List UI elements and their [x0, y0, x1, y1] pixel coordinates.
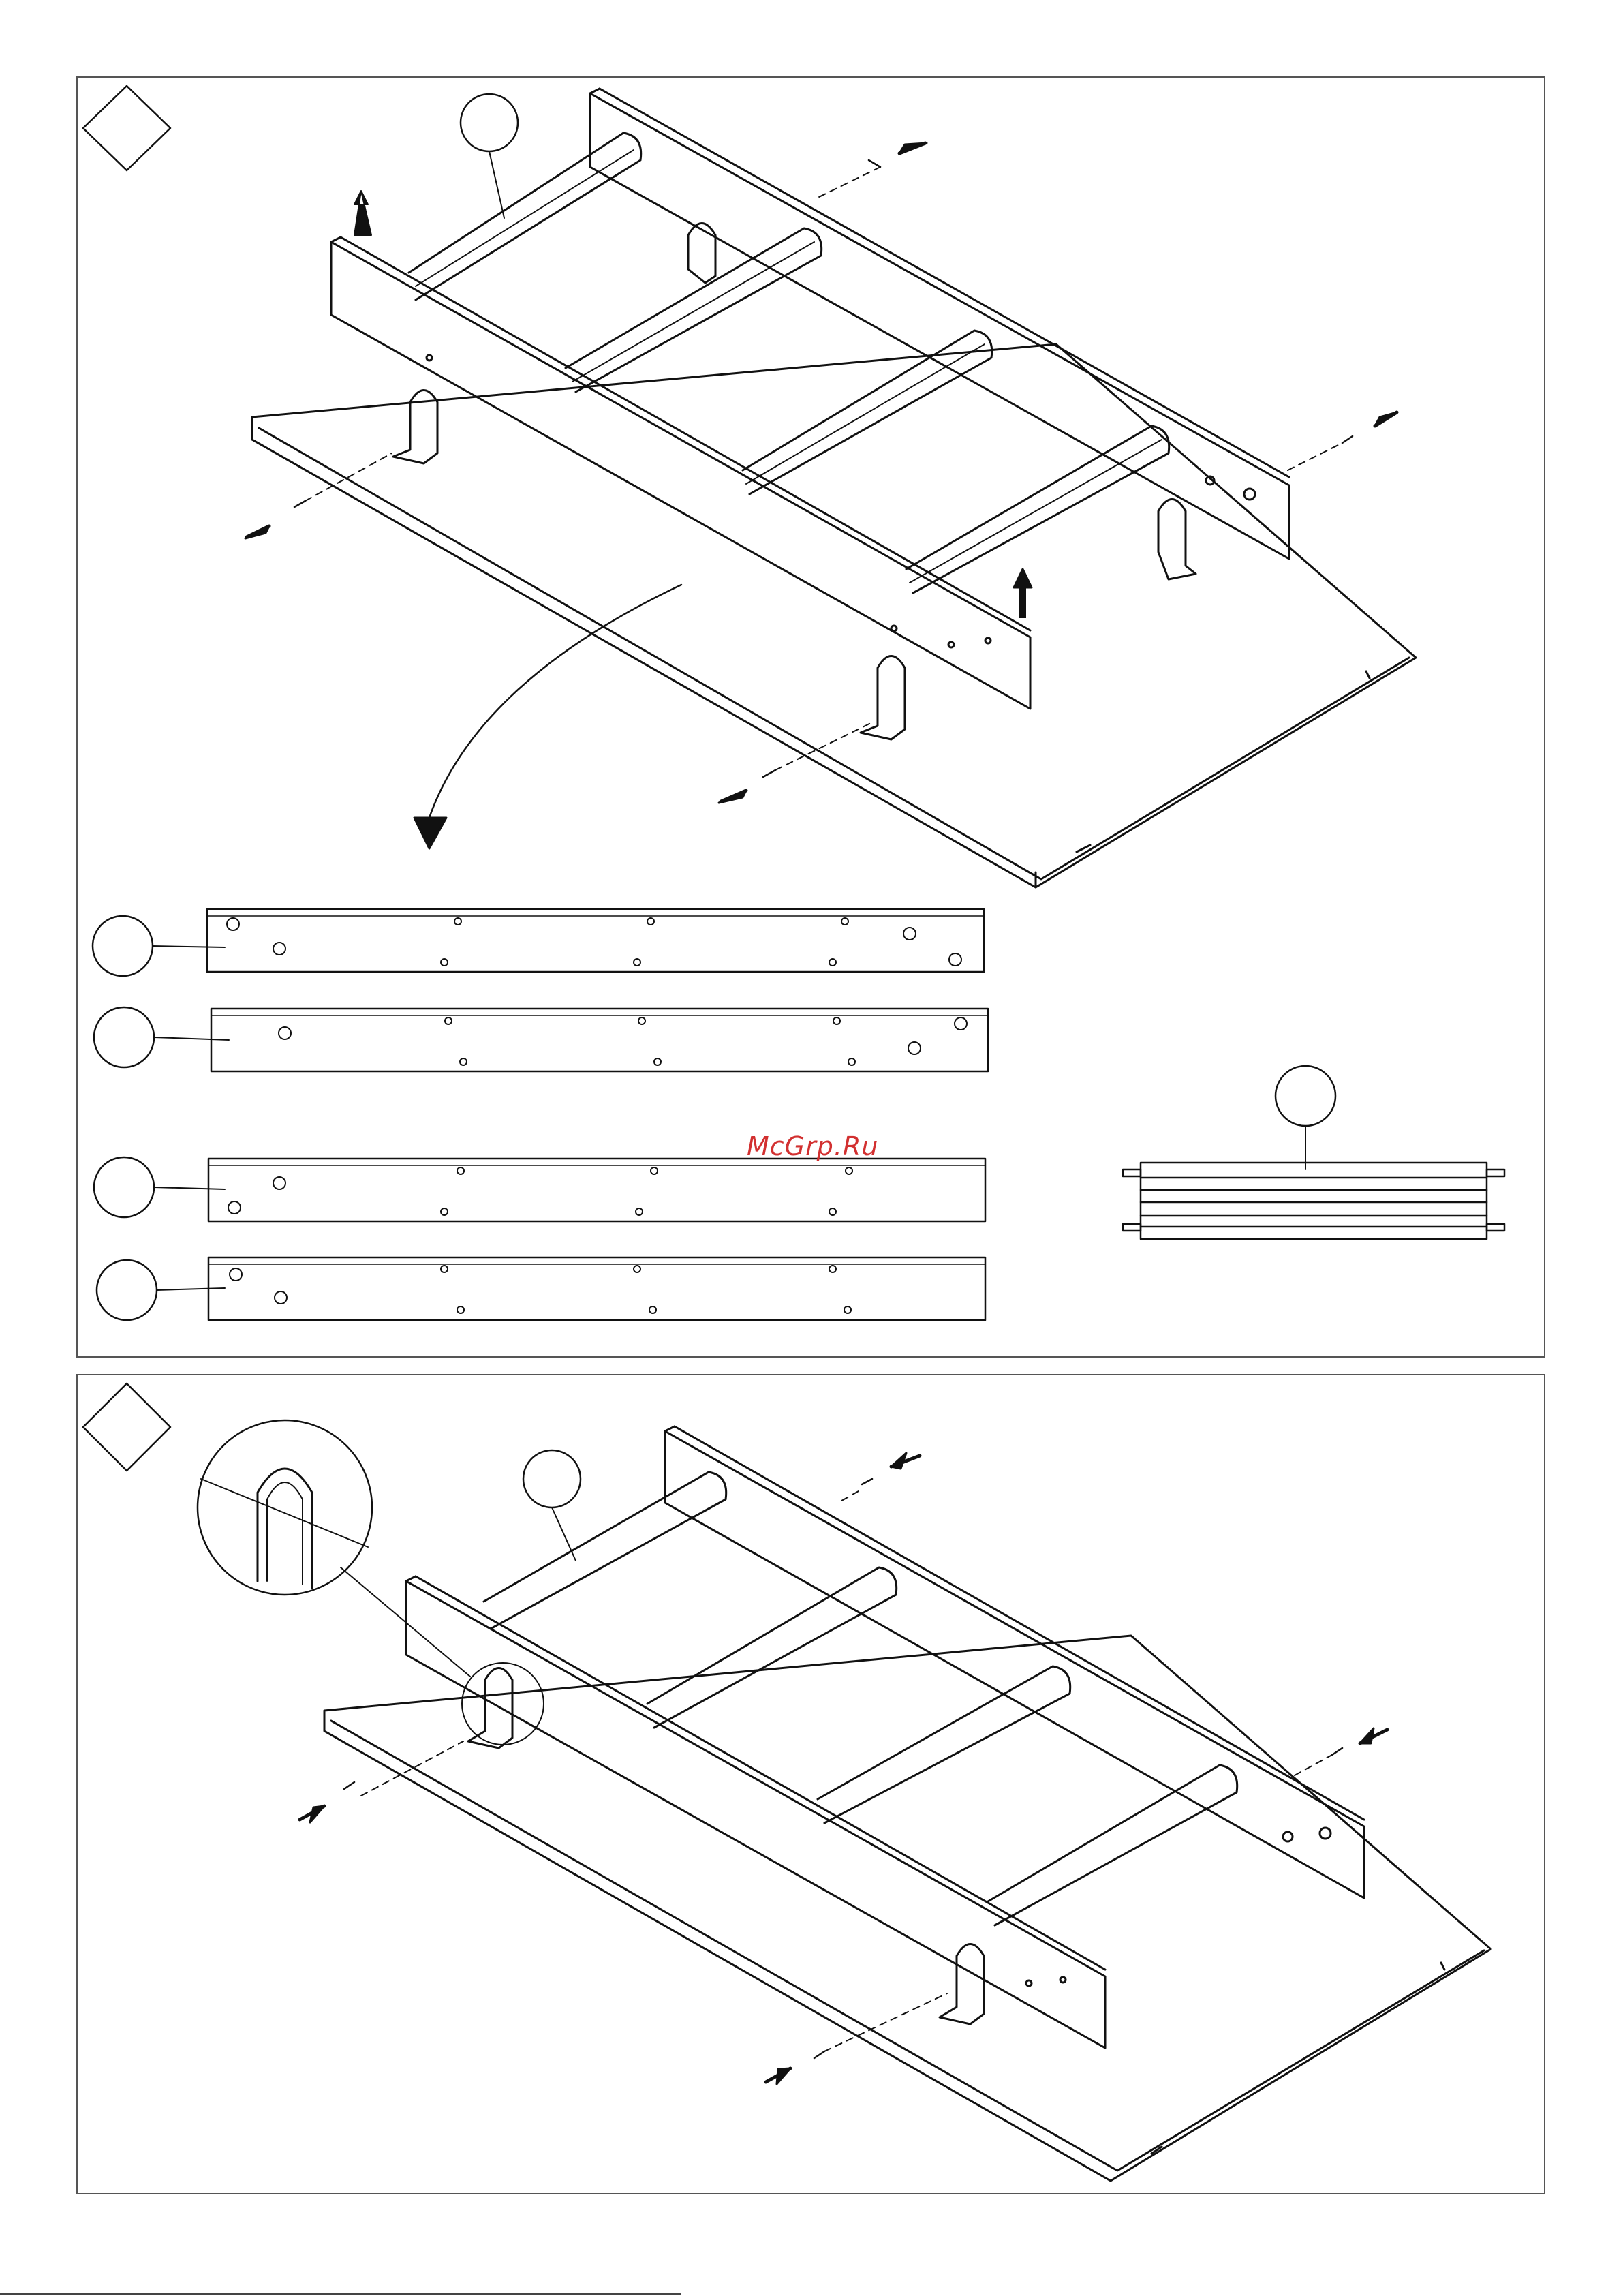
- arrow-icon: [300, 1453, 1387, 2084]
- guide-lines-bottom: [361, 1491, 1332, 2051]
- far-rail-bottom: [665, 1426, 1364, 1898]
- callout-circle: [523, 1450, 581, 1507]
- callout-circle: [461, 94, 518, 151]
- far-rail-top: [590, 89, 1289, 559]
- rungs-bottom: [484, 1472, 1237, 1925]
- screw-icon: [294, 160, 1352, 777]
- curved-arrow: [429, 585, 681, 818]
- bracket-icon: [468, 1668, 984, 2025]
- screw-icon: [344, 1479, 1342, 2058]
- rung-detail: [1123, 1066, 1504, 1239]
- footer-rule: [0, 2293, 681, 2295]
- detail-magnifier: [198, 1420, 372, 1595]
- rungs-top: [409, 133, 1169, 593]
- base-board-bottom: [324, 1636, 1491, 2181]
- watermark: McGrp.Ru: [747, 1131, 878, 1161]
- base-board-top: [252, 344, 1416, 887]
- parts-list-top: [207, 909, 988, 1320]
- diamond-step-icon: [83, 86, 170, 170]
- diamond-step-icon: [83, 1383, 170, 1471]
- bracket-icon: [393, 224, 1196, 740]
- near-rail-top: [331, 237, 1030, 709]
- plank-holes: [227, 918, 967, 1313]
